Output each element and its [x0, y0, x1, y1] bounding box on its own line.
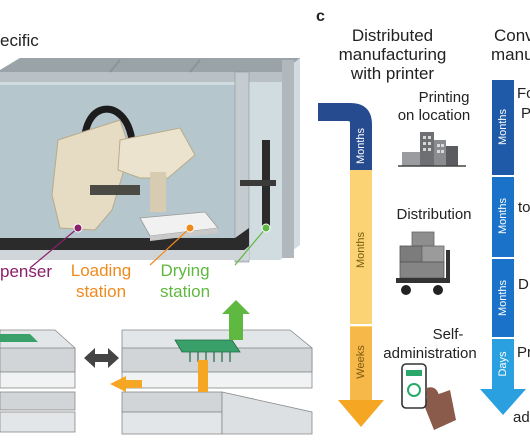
step1-label-line2: on location [397, 107, 471, 124]
step3-label-line2: administration [383, 345, 477, 362]
right-step1-duration: Months [497, 108, 509, 146]
panel-right-title-line1: Conv [494, 26, 530, 45]
right-step2-duration: Months [497, 197, 509, 235]
right-step1-label2: P [521, 105, 530, 122]
step1-duration: Months [355, 127, 367, 165]
panel-title-fragment: ecific [0, 31, 39, 50]
panel-right-title-line2: manu [491, 45, 530, 64]
station-pointer-lines [29, 223, 271, 269]
step1-label-line1: Printing [418, 89, 470, 106]
step2-label: Distribution [396, 206, 472, 223]
dispenser-label: penser [0, 262, 52, 281]
panel-letter-c: c [316, 8, 325, 25]
drying-station-label-1: Drying [160, 261, 210, 280]
right-step3-duration: Months [497, 279, 509, 317]
panel-c-title-line1: Distributed [351, 26, 434, 45]
printer-enclosure-illustration [0, 58, 300, 263]
step3-label-line1: Self- [432, 326, 464, 343]
right-step4-duration: Days [497, 351, 509, 377]
panel-c-title-line3: with printer [350, 64, 435, 83]
buildings-icon [398, 132, 466, 167]
panel-right-timeline-arrow [480, 80, 526, 415]
right-step2-label: to [518, 199, 530, 216]
panel-c-timeline-arrow [318, 103, 384, 427]
right-step1-label: Fo [517, 85, 530, 102]
panel-c-title-line2: manufacturing [338, 45, 447, 64]
right-step3-label: D [518, 276, 529, 293]
microneedle-loading-diagram [0, 300, 313, 435]
smartphone-hand-icon [401, 363, 456, 430]
delivery-cart-icon [396, 231, 450, 295]
loading-station-label-1: Loading [70, 261, 132, 280]
right-bottom-label: ad [513, 409, 530, 426]
step3-duration: Weeks [355, 345, 367, 379]
drying-station-label-2: station [159, 282, 211, 301]
step2-duration: Months [355, 231, 367, 269]
loading-station-label-2: station [75, 282, 127, 301]
right-step4-label: Pr [517, 344, 530, 361]
